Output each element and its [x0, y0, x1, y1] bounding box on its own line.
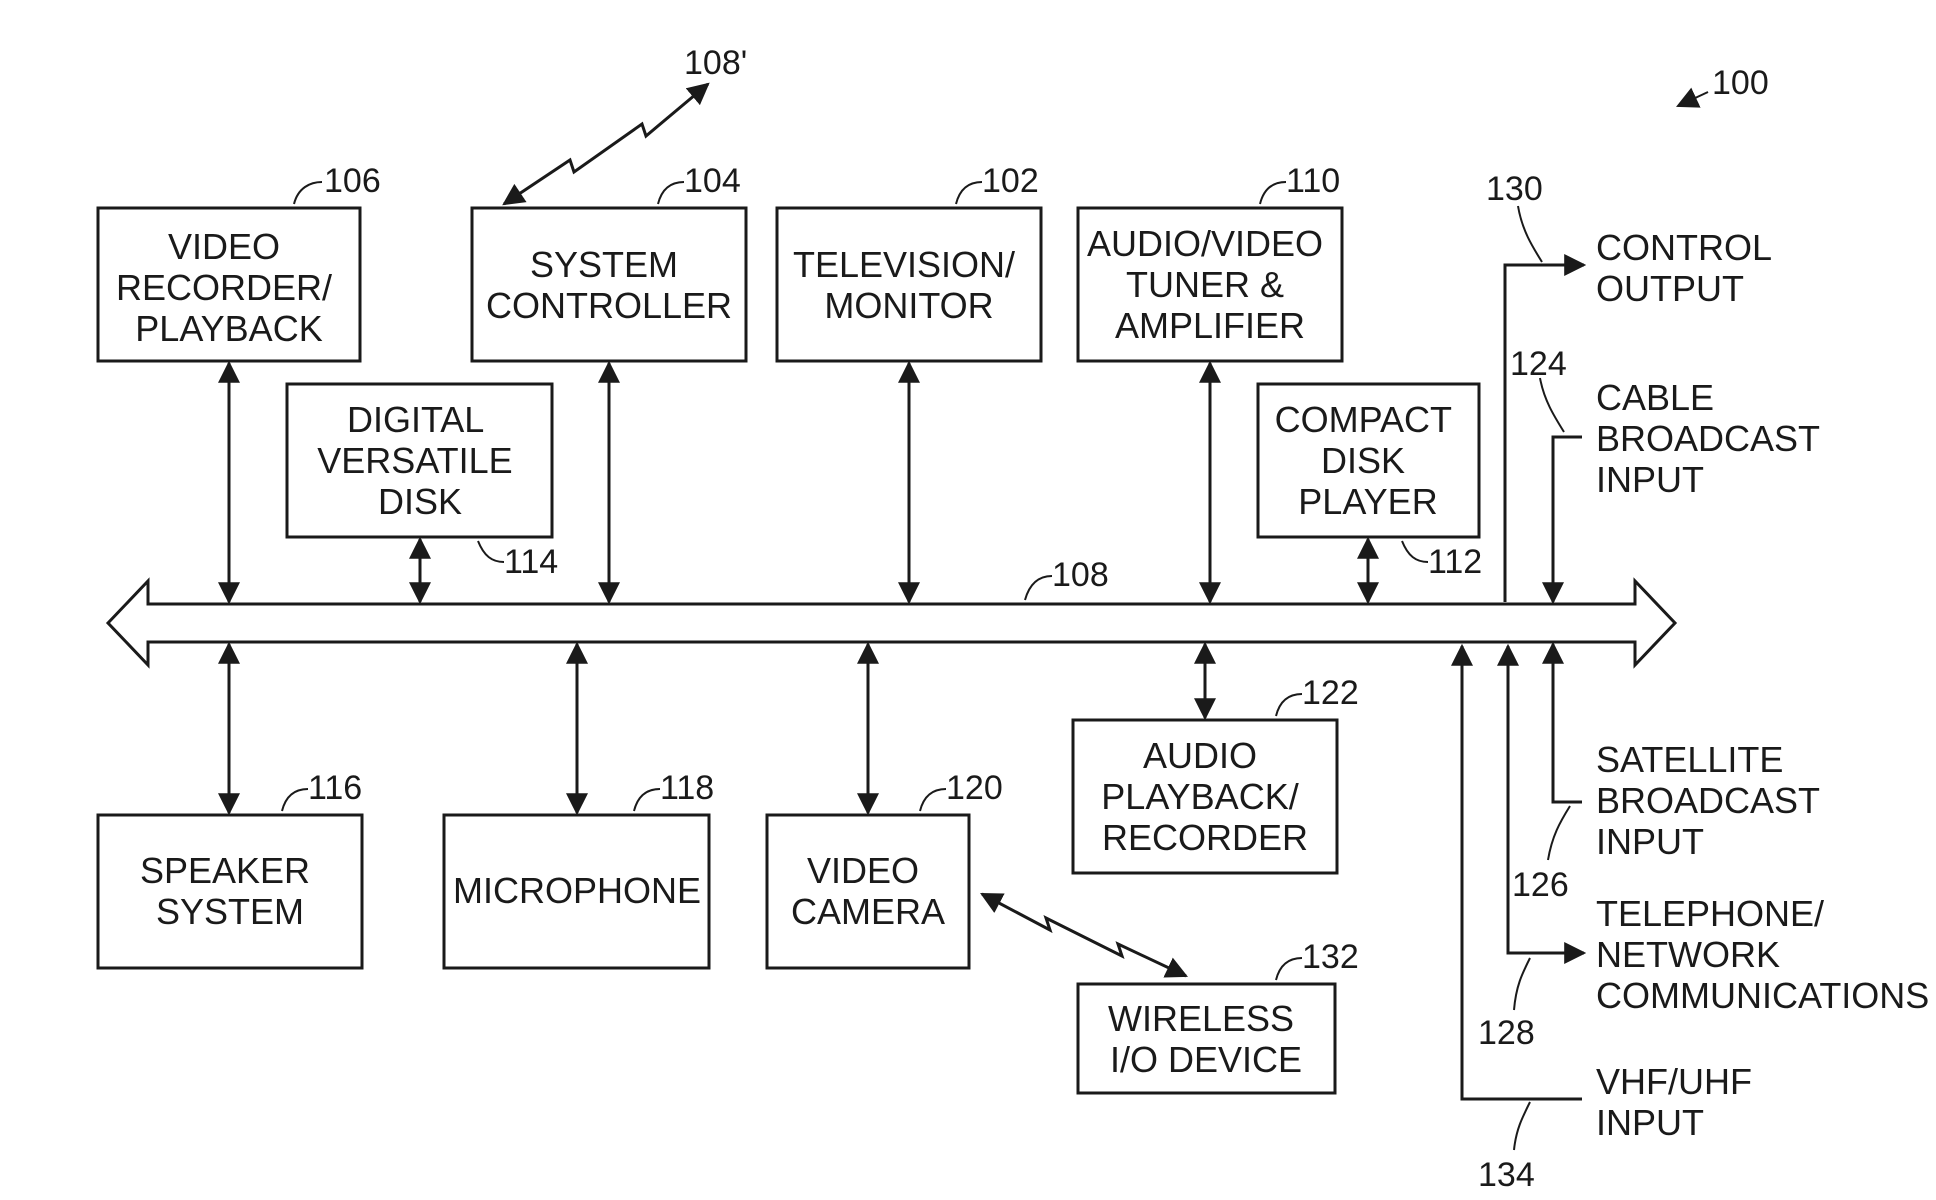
telephone-ref: 128	[1478, 1014, 1535, 1052]
bus-ref-leader	[1025, 576, 1052, 600]
wireless-link-ref: 108'	[684, 44, 747, 82]
system-ref-arrow	[1678, 92, 1708, 106]
telephone-label: TELEPHONE/ NETWORK COMMUNICATIONS	[1596, 893, 1929, 1016]
cable-input-label: CABLE BROADCAST INPUT	[1596, 377, 1829, 500]
wireless-io-ref: 132	[1302, 938, 1359, 976]
dvd-ref: 114	[504, 543, 558, 581]
wireless-link-108-prime	[504, 84, 708, 204]
television-ref: 102	[982, 162, 1039, 200]
system-ref: 100	[1712, 64, 1769, 102]
system-controller-ref: 104	[684, 162, 741, 200]
speaker-label: SPEAKER SYSTEM	[140, 850, 320, 932]
wireless-io-label: WIRELESS I/O DEVICE	[1108, 998, 1304, 1080]
satellite-input-line	[1553, 644, 1582, 802]
satellite-input-ref: 126	[1512, 866, 1569, 904]
cd-player-ref: 112	[1428, 543, 1482, 581]
video-recorder-ref: 106	[324, 162, 381, 200]
video-camera-ref: 120	[946, 769, 1003, 807]
vhf-uhf-ref: 134	[1478, 1156, 1535, 1194]
cable-input-ref: 124	[1510, 345, 1567, 383]
audio-playback-ref: 122	[1302, 674, 1359, 712]
satellite-input-label: SATELLITE BROADCAST INPUT	[1596, 739, 1829, 862]
control-output-label: CONTROL OUTPUT	[1596, 227, 1781, 309]
camera-wireless-link	[982, 894, 1186, 976]
vhf-uhf-label: VHF/UHF INPUT	[1596, 1061, 1762, 1143]
cable-input-line	[1553, 437, 1582, 602]
microphone-label: MICROPHONE	[453, 870, 701, 911]
control-output-line	[1505, 265, 1584, 602]
control-output-ref: 130	[1486, 170, 1543, 208]
video-camera-label: VIDEO CAMERA	[791, 850, 945, 932]
microphone-ref: 118	[660, 769, 714, 807]
speaker-ref: 116	[308, 769, 362, 807]
av-tuner-ref: 110	[1286, 162, 1340, 200]
television-label: TELEVISION/ MONITOR	[793, 244, 1025, 326]
bus-108	[108, 581, 1675, 665]
bus-ref: 108	[1052, 556, 1109, 594]
telephone-line	[1508, 646, 1584, 953]
